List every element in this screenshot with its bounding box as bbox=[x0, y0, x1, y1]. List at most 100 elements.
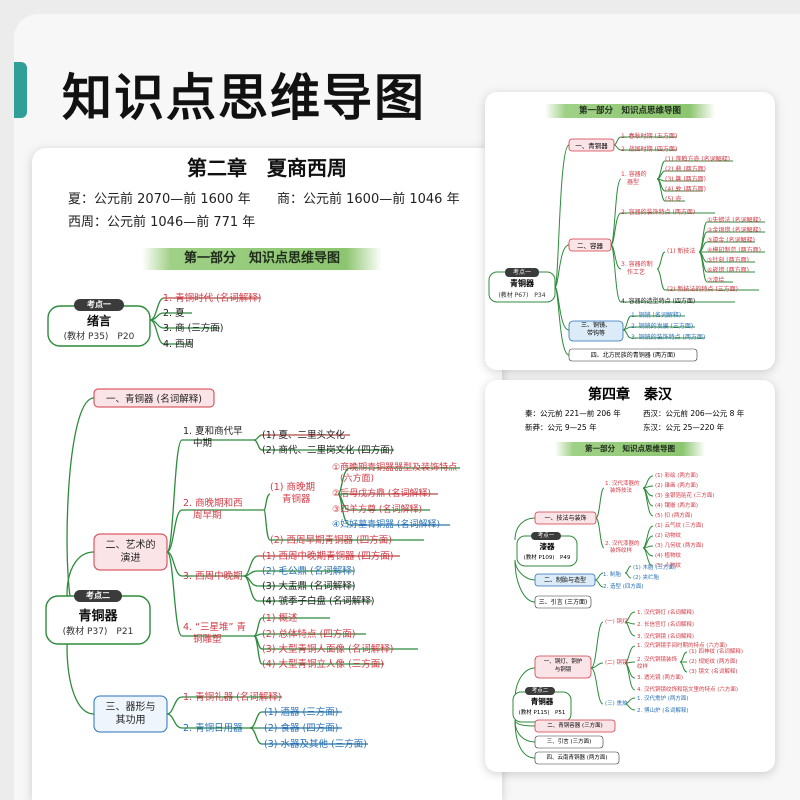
main-sheet: 第二章 夏商西周 夏：公元前 2070—前 1600 年 商：公元前 1600—… bbox=[32, 148, 502, 800]
r2-k1-b2-s1-items: (1) 木胎 (三方面)(2) 夹纻胎 bbox=[633, 565, 677, 581]
accent-tab bbox=[14, 62, 27, 118]
r1-b2-s1-items: (1) 莲鹤方壶 (名词解释)(2) 鼎 (两方面)(3) 簋 (两方面)(4)… bbox=[665, 156, 730, 203]
r2-k1-b2: 二、制胎与造型 bbox=[543, 577, 586, 584]
r1-b2-s1: 1. 容器的器型 bbox=[621, 171, 647, 186]
k1-item-2: 2. 夏 bbox=[163, 308, 185, 319]
node-kaodian2 bbox=[45, 590, 151, 645]
r2-k1-b1-s1-items: (1) 彩绘 (两方面)(2) 锥画 (两方面)(3) 金银箔贴花 (三方面)(… bbox=[655, 473, 715, 569]
sub-sanxingdui: 4. “三星堆” 青铜雕塑 bbox=[183, 622, 246, 645]
sub-late-shang-bronze: (1) 商晚期青铜器 bbox=[270, 482, 315, 505]
k1-item-1: 1. 青铜时代 (名词解释) bbox=[163, 293, 262, 304]
kaodian1-title: 绪言 bbox=[86, 314, 111, 328]
r1-node-ref: (教材 P67) P34 bbox=[498, 292, 546, 299]
sub-late-shang: 2. 商晚期和西周早期 bbox=[183, 498, 243, 521]
r2-banner: 第一部分 知识点思维导图 bbox=[555, 442, 705, 456]
kaodian1-ref: (教材 P35) P20 bbox=[63, 332, 135, 342]
r2-chapter-title: 第四章 秦汉 bbox=[588, 387, 672, 403]
sub-daily-bronze: 2. 青铜日用器 bbox=[183, 723, 243, 734]
r1-b2-s2: 2. 容器的装饰特点 (两方面) bbox=[621, 209, 696, 216]
r1-mindmap bbox=[488, 136, 765, 362]
branch-bronze: 一、青铜器 (名词解释) bbox=[106, 394, 202, 405]
r1-b3-items: 1. 铜镜 (名词解释)2. 铜镜的发展 (三方面)3. 铜镜的装饰特点 (两方… bbox=[631, 312, 706, 341]
r2-k2-tag: 考点二 bbox=[531, 688, 549, 694]
r2-k2-n2-s2-items: (1) 四神纹 (名词解释)(2) 规矩纹 (两方面)(3) 镜文 (名词解释) bbox=[689, 649, 744, 675]
s2-1-item-3: ③四羊方尊 (名词解释) bbox=[332, 505, 422, 515]
r2-mindmap bbox=[512, 475, 688, 765]
date-xizhou: 西周：公元前 1046—前 771 年 bbox=[68, 215, 256, 230]
r1-b3: 三、铜镜、带钩等 bbox=[580, 322, 611, 337]
date-shang: 商：公元前 1600—前 1046 年 bbox=[277, 192, 460, 207]
r2-k1-b1-s2: 2. 汉代漆器的装饰纹样 bbox=[605, 541, 640, 554]
s6-item-3: (3) 水器及其他 (三方面) bbox=[264, 739, 367, 750]
s2-2: (2) 西周早期青铜器 (四方面) bbox=[270, 535, 392, 546]
r2-k2-ref: (教材 P115) P51 bbox=[518, 710, 566, 716]
r2-k2-b3: 三、引言 (三方面) bbox=[546, 739, 592, 745]
s2-1-item-1: ①商晚期青铜器器型及装饰特点 bbox=[332, 463, 458, 473]
s3-item-2: (2) 毛公鼎 (名词解释) bbox=[262, 566, 356, 577]
s2-1-item-4: ④妇好墓青铜器 (名词解释) bbox=[332, 520, 440, 530]
r2-k2-b1: 一、铜灯、铜炉与铜镜 bbox=[543, 659, 583, 673]
r2-k2-n2-item-4: 4. 汉代铜镜纹饰和铭文里的特点 (六方面) bbox=[637, 687, 739, 693]
s2-1-item-2: ②后母戊方鼎 (名词解释) bbox=[332, 489, 431, 499]
sub-mid-late-zhou: 3. 西周中晚期 bbox=[183, 571, 243, 582]
kaodian1-tag: 考点一 bbox=[87, 300, 111, 309]
kaodian2-ref: (教材 P37) P21 bbox=[62, 627, 134, 637]
r2-k2-n2: (二) 铜镜 bbox=[605, 660, 628, 666]
s3-item-1: (1) 西周中晚期青铜器 (四方面) bbox=[262, 551, 394, 562]
s6-item-2: (2) 食器 (四方面) bbox=[264, 723, 339, 734]
date-xia: 夏：公元前 2070—前 1600 年 bbox=[68, 192, 251, 207]
kaodian2-tag: 考点二 bbox=[86, 591, 110, 600]
sheet-bronze-qin: 第一部分 知识点思维导图 bbox=[485, 92, 775, 370]
r1-b2-s3-n2: (2) 新技法的特点 (三方面) bbox=[667, 286, 738, 293]
r1-b1: 一、青铜器 bbox=[575, 142, 608, 150]
s1-item-2: (2) 商代、二里岗文化 (四方面) bbox=[262, 445, 394, 456]
r1-b1-item-2: 2. 战国时期 (四方面) bbox=[621, 146, 678, 153]
s1-item-1: (1) 夏、二里头文化 bbox=[262, 430, 345, 441]
sub-ritual-bronze: 1. 青铜礼器 (名词解释) bbox=[183, 692, 282, 703]
r1-b1-item-1: 1. 春秋时期 (五方面) bbox=[621, 133, 678, 140]
s2-1-item-1b: (六方面) bbox=[340, 474, 375, 484]
branch-form-function: 三、器形与其功用 bbox=[105, 702, 156, 726]
r2-date-xinmang: 新莽：公元 9—25 年 bbox=[525, 423, 597, 432]
r1-banner: 第一部分 知识点思维导图 bbox=[545, 104, 715, 118]
s4-item-3: (3) 大型青铜人面像 (名词解释) bbox=[262, 644, 394, 655]
r2-k2-n2-item-3: 3. 透光镜 (两方面) bbox=[637, 675, 684, 681]
r1-b2-s3-n1: (1) 新技法 bbox=[667, 248, 696, 255]
s6-item-1: (1) 酒器 (三方面) bbox=[264, 707, 339, 718]
branch-art-evolution: 二、艺术的演进 bbox=[105, 540, 156, 564]
s4-item-1: (1) 概述 bbox=[262, 613, 298, 624]
s4-item-4: (4) 大型青铜立人像 (三方面) bbox=[262, 659, 384, 670]
chapter-title: 第二章 夏商西周 bbox=[187, 156, 347, 180]
r2-date-xihan: 西汉：公元前 206—公元 8 年 bbox=[643, 409, 745, 418]
r2-k2-n3: (三) 熏炉 bbox=[605, 701, 628, 707]
r2-date-donghan: 东汉：公元 25—220 年 bbox=[643, 423, 725, 432]
r1-b2: 二、容器 bbox=[577, 242, 603, 250]
node-kaodian1 bbox=[47, 299, 151, 347]
r2-k2-n1: (一) 铜灯 bbox=[605, 619, 628, 625]
r2-k2-b4: 四、云南青铜器 (两方面) bbox=[546, 755, 608, 761]
r2-k1-title: 漆器 bbox=[539, 542, 555, 551]
s3-item-3: (3) 大盂鼎 (名词解释) bbox=[262, 581, 356, 592]
s3-item-4: (4) 虢季子白盘 (名词解释) bbox=[262, 596, 375, 607]
r2-k1-b1: 一、技法与装饰 bbox=[544, 515, 587, 522]
r1-b2-s3-n1-items: ①失蜡法 (名词解释)②金银错 (名词解释)③鎏金 (名词解释)④模印制范 (两… bbox=[707, 217, 761, 284]
r1-b2-s3: 3. 容器的制作工艺 bbox=[621, 261, 653, 276]
r2-k2-b2: 二、青铜容器 (三方面) bbox=[547, 723, 603, 729]
r1-node-title: 青铜器 bbox=[510, 279, 534, 288]
r1-b4: 四、北方民族的青铜器 (两方面) bbox=[590, 352, 676, 359]
main-mindmap bbox=[45, 297, 460, 745]
s4-item-2: (2) 总体特点 (四方面) bbox=[262, 629, 356, 640]
r2-k1-tag: 考点一 bbox=[537, 533, 555, 539]
sheet-qin-han: 第四章 秦汉 秦：公元前 221—前 206 年 西汉：公元前 206—公元 8… bbox=[485, 380, 775, 772]
page-heading: 知识点思维导图 bbox=[62, 69, 426, 127]
r2-k1-b1-s1: 1. 汉代漆器的装饰技法 bbox=[605, 481, 640, 494]
r2-k1-b3: 三、引言 (三方面) bbox=[538, 599, 588, 606]
k1-item-4: 4. 西周 bbox=[163, 339, 195, 350]
kaodian2-title: 青铜器 bbox=[78, 609, 118, 624]
section-banner: 第一部分 知识点思维导图 bbox=[142, 248, 382, 270]
r2-k1-ref: (教材 P109) P49 bbox=[523, 555, 571, 561]
r2-k2-title: 青铜器 bbox=[530, 697, 554, 706]
sub-xia-shang: 1. 夏和商代早中期 bbox=[183, 426, 243, 449]
r2-k2-n3-items: 1. 汉代熏炉 (两方面)2. 博山炉 (名词解释) bbox=[637, 696, 689, 714]
